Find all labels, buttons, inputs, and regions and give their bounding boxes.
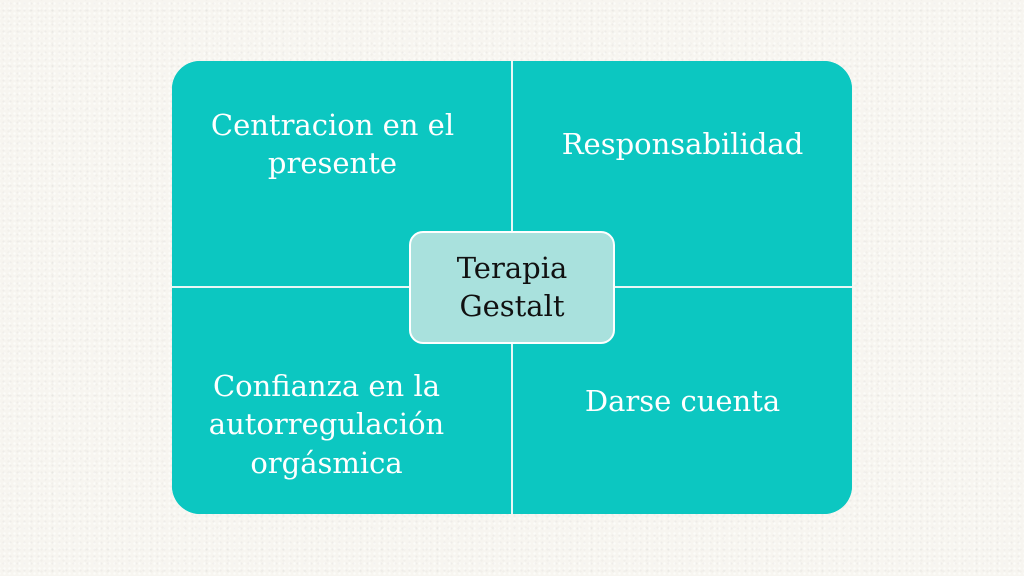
quadrant-top-left-label: Centracion en el presente <box>210 108 455 181</box>
quadrant-bottom-left-label: Confianza en la autorregulación orgásmic… <box>208 369 445 480</box>
center-box: Terapia Gestalt <box>409 231 615 344</box>
quadrant-bottom-right-label: Darse cuenta <box>584 384 781 418</box>
quadrant-top-left: Centracion en el presente <box>172 61 511 286</box>
center-label: Terapia Gestalt <box>456 250 568 323</box>
quadrant-top-right-label: Responsabilidad <box>561 127 804 161</box>
